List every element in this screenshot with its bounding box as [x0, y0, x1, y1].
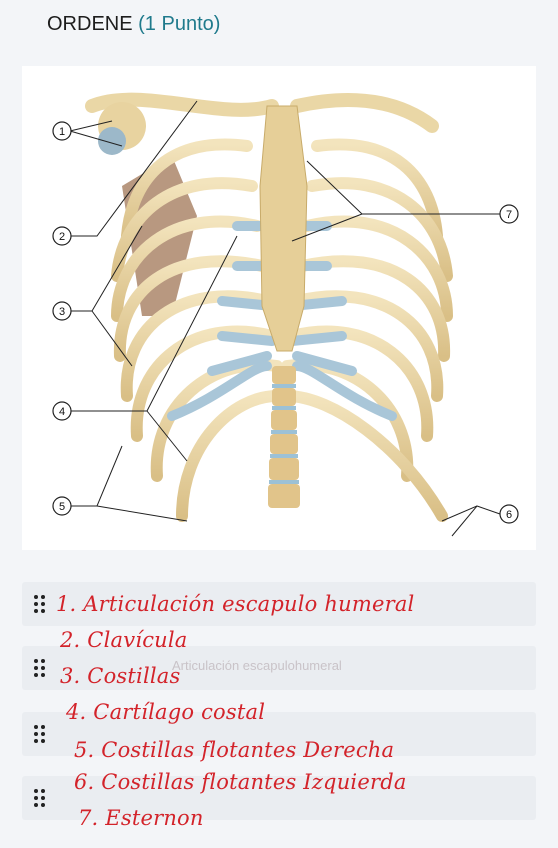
ribcage-illustration: 1 2 3 4 5 6 7: [22, 66, 536, 550]
callout-1-label: 1: [59, 126, 65, 138]
callout-4: 4: [52, 401, 72, 421]
handwritten-answer-1: 1. Articulación escapulo humeral: [56, 592, 415, 616]
answer-row-1[interactable]: [22, 582, 536, 626]
question-points: (1 Punto): [138, 13, 221, 35]
drag-handle-icon[interactable]: [34, 659, 46, 677]
question-header: ORDENE (1 Punto): [0, 0, 558, 64]
callout-5: 5: [52, 496, 72, 516]
question-title: ORDENE (1 Punto): [47, 13, 220, 36]
question-title-text: ORDENE: [47, 13, 133, 35]
answer-row-4[interactable]: [22, 776, 536, 820]
callout-7: 7: [499, 204, 519, 224]
callout-6-label: 6: [506, 509, 512, 521]
answer-row-3[interactable]: [22, 712, 536, 756]
callout-3-label: 3: [59, 306, 65, 318]
handwritten-answer-5: 5. Costillas flotantes Derecha: [74, 738, 395, 762]
drag-handle-icon[interactable]: [34, 725, 46, 743]
answer-row-2-text: Articulación escapulohumeral: [172, 658, 342, 673]
handwritten-answer-3: 3. Costillas: [60, 664, 181, 688]
handwritten-answer-2: 2. Clavícula: [60, 628, 188, 652]
callout-4-label: 4: [59, 406, 65, 418]
callout-2: 2: [52, 226, 72, 246]
drag-handle-icon[interactable]: [34, 789, 46, 807]
handwritten-answer-7: 7. Esternon: [78, 806, 204, 830]
drag-handle-icon[interactable]: [34, 595, 46, 613]
callout-6: 6: [499, 504, 519, 524]
answer-row-2[interactable]: Articulación escapulohumeral: [22, 646, 536, 690]
callout-7-label: 7: [506, 209, 512, 221]
ribcage-figure: 1 2 3 4 5 6 7: [22, 66, 536, 550]
callout-2-label: 2: [59, 231, 65, 243]
callout-5-label: 5: [59, 501, 65, 513]
callout-1: 1: [52, 121, 72, 141]
callout-3: 3: [52, 301, 72, 321]
handwritten-answer-6: 6. Costillas flotantes Izquierda: [74, 770, 407, 794]
handwritten-answer-4: 4. Cartílago costal: [66, 700, 266, 724]
